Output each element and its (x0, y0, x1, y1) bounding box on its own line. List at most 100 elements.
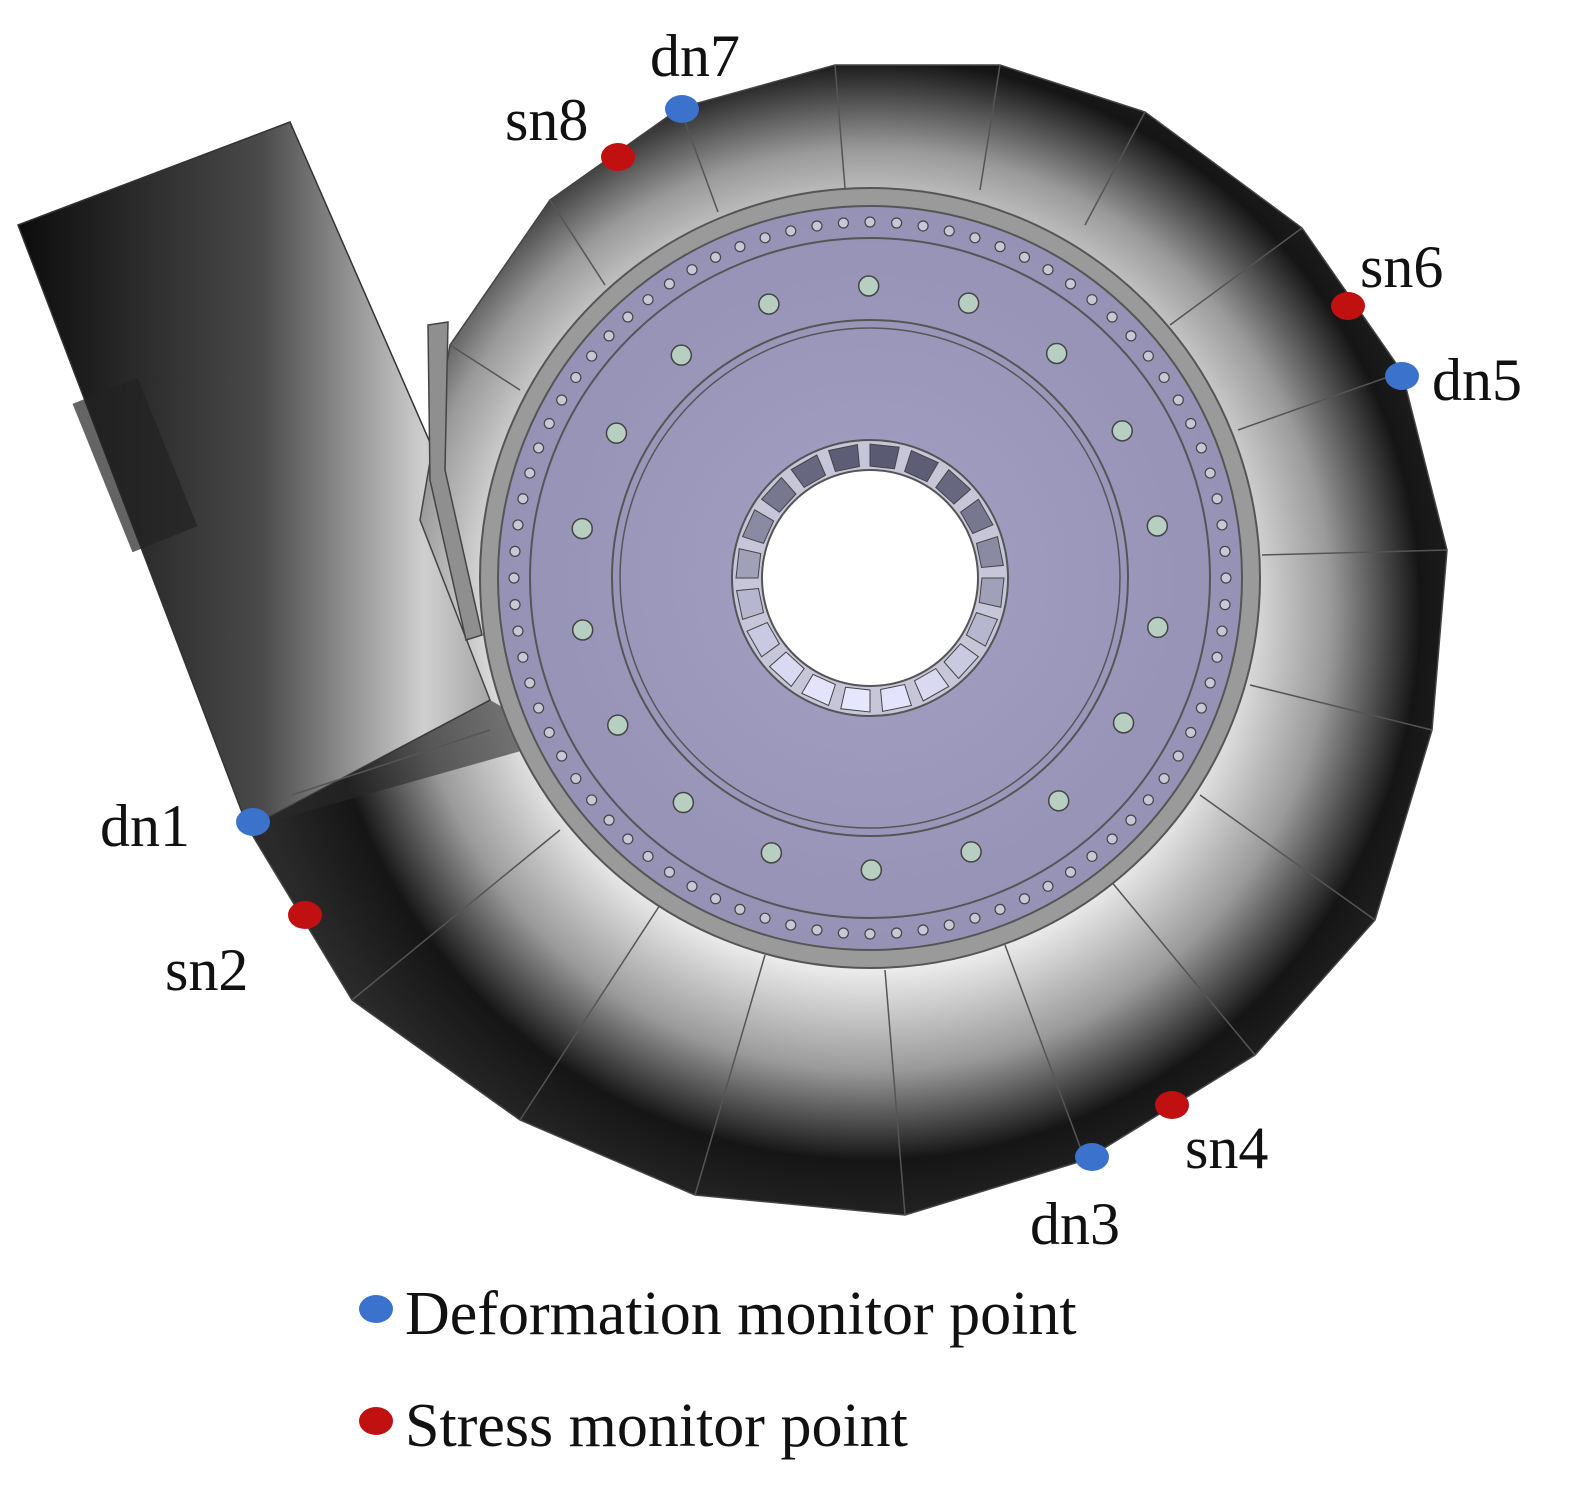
guide-slot (959, 498, 994, 535)
bolt-hole (709, 893, 722, 905)
bolt-hole (556, 394, 568, 406)
bolt-hole (1204, 467, 1216, 479)
bolt-hole (1125, 330, 1137, 342)
bolt-hole (1142, 350, 1154, 362)
guide-slot (965, 611, 999, 647)
guide-slot (869, 443, 900, 470)
stress-marker-sn8 (601, 143, 635, 171)
guide-slot (978, 577, 1005, 608)
bolt-hole (1216, 519, 1228, 531)
legend-item-stress: Stress monitor point (359, 1392, 908, 1460)
bolt-hole (556, 750, 568, 762)
bolt-hole (1219, 599, 1231, 611)
bolt-hole (570, 772, 582, 785)
label-dn3: dn3 (1030, 1191, 1120, 1257)
bolt-hole (917, 924, 929, 936)
bolt-hole (943, 919, 955, 931)
legend: Deformation monitor point Stress monitor… (359, 1280, 1077, 1460)
bolt-hole (891, 927, 903, 939)
bolt-hole (1216, 625, 1228, 637)
stud-hole (1147, 616, 1169, 639)
guide-slot (741, 509, 775, 545)
stud-hole (1045, 342, 1068, 365)
bolt-hole (1064, 866, 1077, 878)
legend-deformation-label: Deformation monitor point (405, 1280, 1077, 1348)
bolt-hole (543, 417, 555, 430)
bolt-hole (1018, 893, 1031, 905)
guide-slot (935, 468, 972, 505)
bolt-hole (1172, 750, 1184, 762)
bolt-hole (734, 241, 746, 253)
bolt-hole (759, 912, 771, 924)
bolt-hole (1142, 794, 1154, 806)
bolt-hole (785, 919, 797, 931)
label-sn2: sn2 (165, 937, 248, 1003)
bolt-hole (663, 866, 676, 878)
bolt-hole (837, 927, 849, 939)
label-sn6: sn6 (1360, 234, 1443, 300)
bolt-hole (622, 833, 634, 845)
label-sn4: sn4 (1185, 1115, 1268, 1181)
bolt-hole (509, 599, 521, 611)
bolt-hole (1158, 371, 1170, 384)
bolt-hole (1211, 493, 1223, 505)
bolt-hole (1042, 880, 1054, 892)
guide-slot (735, 548, 762, 579)
bolt-hole (1086, 850, 1098, 862)
label-dn7: dn7 (650, 23, 740, 89)
guide-slot (735, 588, 765, 621)
stud-hole (857, 275, 880, 297)
bolt-hole (543, 726, 555, 739)
guide-slot (746, 621, 781, 658)
bolt-hole (785, 225, 797, 237)
point-dn7: dn7 (650, 23, 740, 123)
bolt-hole (1018, 251, 1031, 263)
label-dn1: dn1 (100, 793, 190, 859)
bolt-hole (994, 903, 1006, 915)
bolt-hole (811, 924, 823, 936)
stud-hole (860, 859, 883, 881)
bolt-hole (1106, 311, 1118, 323)
bolt-hole (734, 903, 746, 915)
legend-deformation-marker (359, 1295, 393, 1323)
guide-slot (801, 673, 837, 707)
stud-hole (605, 422, 628, 444)
bolt-hole (1211, 651, 1223, 663)
stud-hole (957, 292, 980, 314)
bolt-hole (603, 330, 615, 342)
bolt-hole (622, 311, 634, 323)
point-sn6: sn6 (1331, 234, 1443, 320)
bolt-hole (864, 928, 876, 940)
stud-hole (571, 619, 594, 641)
bolt-hole (517, 493, 529, 505)
bolt-hole (1064, 278, 1077, 290)
bolt-hole (686, 880, 698, 892)
bolt-hole (1125, 814, 1137, 826)
guide-slot (975, 535, 1005, 568)
bolt-hole (891, 217, 903, 229)
deformation-marker-dn7 (665, 95, 699, 123)
guide-slot (840, 686, 871, 713)
stud-hole (672, 791, 695, 814)
bolt-hole (969, 232, 981, 244)
legend-stress-marker (359, 1407, 393, 1435)
legend-stress-label: Stress monitor point (405, 1392, 908, 1460)
point-sn4: sn4 (1155, 1091, 1268, 1181)
bolt-hole (1195, 442, 1207, 454)
bolt-hole (586, 794, 598, 806)
bolt-hole (969, 912, 981, 924)
bolt-hole (570, 371, 582, 384)
bolt-hole (642, 294, 654, 306)
casing-tongue (427, 321, 483, 641)
bolt-hole (1042, 264, 1054, 276)
bolt-hole (864, 216, 876, 228)
bolt-hole (811, 220, 823, 232)
stress-marker-sn6 (1331, 292, 1365, 320)
bolt-hole (994, 241, 1006, 253)
bolt-hole (517, 651, 529, 663)
bolt-hole (943, 225, 955, 237)
stud-hole (1146, 515, 1169, 537)
stress-marker-sn4 (1155, 1091, 1189, 1119)
bolt-hole (509, 545, 521, 557)
label-dn5: dn5 (1432, 347, 1522, 413)
